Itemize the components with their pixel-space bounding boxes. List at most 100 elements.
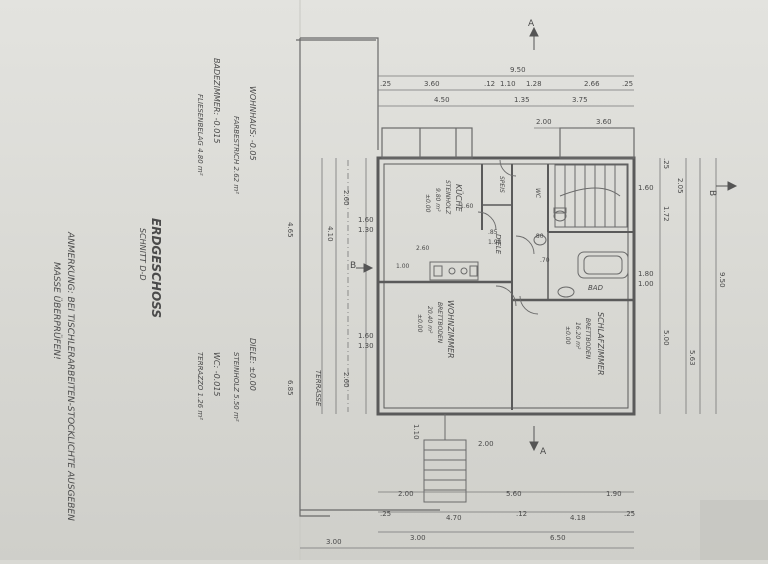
dim-top-overall: 9.50 xyxy=(510,66,526,74)
dim-right-500: 5.00 xyxy=(662,330,670,346)
room-schlafzimmer: SCHLAFZIMMER xyxy=(596,312,605,375)
legend-farbe: FARBESTRICH 2.62 m² xyxy=(232,116,240,194)
room-labels: KÜCHE STEINHOLZ 9.80 m² ±0.00 SPEIS WC D… xyxy=(314,176,605,407)
legend-terrazzo: TERRAZZO 1.26 m² xyxy=(196,352,204,420)
section-a-top: A xyxy=(528,19,535,29)
dim-door-80: .80 xyxy=(534,233,544,240)
staircase xyxy=(554,164,628,228)
dim-door-100: 1.00 xyxy=(396,263,410,270)
dim-left-260b: 2.60 xyxy=(342,372,350,388)
dim-top-110: 1.10 xyxy=(500,80,516,88)
outer-wall xyxy=(376,156,636,416)
dim-bot-190: 1.90 xyxy=(606,490,622,498)
legend-wohnhaus: WOHNHAUS: -0.05 xyxy=(248,86,257,161)
room-wohnzimmer-floor: BRETTBODEN xyxy=(436,302,443,344)
dim-left-200: 2.00 xyxy=(478,440,494,448)
dim-top-450: 4.50 xyxy=(434,96,450,104)
legend-wc: WC: -0.015 xyxy=(212,352,221,397)
dim-top-375: 3.75 xyxy=(572,96,588,104)
dim-right-205: 2.05 xyxy=(676,178,684,194)
note-line-2: MASSE ÜBERPRÜFEN! xyxy=(51,262,62,360)
left-dimension-labels: 4.65 6.85 2.60 1.60 1.30 4.10 1.60 1.30 … xyxy=(286,190,494,448)
dim-bot-12: .12 xyxy=(516,510,527,518)
dim-door-195: 1.95 xyxy=(488,239,502,246)
door-swings xyxy=(477,159,539,315)
top-dimension-labels: 9.50 .25 3.60 .12 1.10 1.28 2.66 .25 4.5… xyxy=(380,66,633,126)
dim-left-685: 6.85 xyxy=(286,380,294,396)
terrace-outline xyxy=(296,37,440,517)
dim-right-172: 1.72 xyxy=(662,206,670,222)
room-kueche-floor: STEINHOLZ xyxy=(444,180,451,215)
dim-top-135: 1.35 xyxy=(514,96,530,104)
room-wohnzimmer-level: ±0.00 xyxy=(416,314,423,333)
dim-door-160: 1.60 xyxy=(460,203,474,210)
dim-left-260a: 2.60 xyxy=(342,190,350,206)
dim-bot-300a: 3.00 xyxy=(326,538,342,546)
bottom-dimension-labels: 2.00 5.60 1.90 .25 4.70 .12 4.18 .25 3.0… xyxy=(326,490,635,546)
dim-right-950: 9.50 xyxy=(718,272,726,288)
kitchen-fixtures xyxy=(429,261,479,281)
dim-top-200: 2.00 xyxy=(536,118,552,126)
dim-bot-470: 4.70 xyxy=(446,514,462,522)
room-schlafzimmer-floor: BRETTBODEN xyxy=(584,318,591,360)
dim-right-100: 1.00 xyxy=(638,280,654,288)
washbasin xyxy=(557,286,575,298)
dim-right-180: 1.80 xyxy=(638,270,654,278)
dim-top-360b: 3.60 xyxy=(596,118,612,126)
room-bad: BAD xyxy=(588,284,604,292)
dim-top-12: .12 xyxy=(484,80,495,88)
title-text: ERDGESCHOSS xyxy=(149,218,163,318)
legend-badezimmer: BADEZIMMER: -0.015 xyxy=(212,58,221,143)
room-speis: SPEIS xyxy=(498,176,505,193)
dimension-lines xyxy=(300,75,717,549)
entry-steps xyxy=(423,414,467,503)
dim-left-410: 4.10 xyxy=(326,226,334,242)
dim-left-160b: 1.60 xyxy=(358,332,374,340)
section-b-left: B xyxy=(350,261,356,271)
legend-fliesen: FLIESENBELAG 4.80 m² xyxy=(196,94,204,176)
bath-fixtures xyxy=(533,207,629,298)
room-kueche-area: 9.80 m² xyxy=(434,188,441,212)
subtitle-text: SCHNITT D-D xyxy=(138,228,147,281)
room-kueche: KÜCHE xyxy=(454,184,464,213)
section-letters: A A B B xyxy=(350,19,717,457)
paper-shadow xyxy=(700,500,768,560)
dim-door-85: .85 xyxy=(488,229,498,236)
legend-diele: DIELE: ±0.00 xyxy=(248,338,257,391)
opening-dimension-labels: 1.60 2.60 1.00 .85 1.95 .80 .70 xyxy=(396,203,550,270)
room-diele: DIELE xyxy=(494,234,502,255)
bathtub xyxy=(577,251,629,279)
building-walls xyxy=(376,156,636,416)
dim-bot-560: 5.60 xyxy=(506,490,522,498)
room-schlafzimmer-level: ±0.00 xyxy=(564,326,571,345)
section-b-right: B xyxy=(707,190,717,196)
room-terrasse: TERRASSE xyxy=(314,370,322,407)
dim-left-110: 1.10 xyxy=(412,424,420,440)
section-a-bottom: A xyxy=(540,447,547,457)
room-kueche-level: ±0.00 xyxy=(424,194,431,213)
dim-door-260: 2.60 xyxy=(416,245,430,252)
dim-bot-25b: .25 xyxy=(624,510,635,518)
room-wohnzimmer: WOHNZIMMER xyxy=(446,300,455,358)
room-wc: WC xyxy=(534,188,541,199)
dim-right-563: 5.63 xyxy=(688,350,696,366)
legend-steinholz: STEINHOLZ 5.50 m² xyxy=(232,352,240,422)
dim-bot-300b: 3.00 xyxy=(410,534,426,542)
dim-right-25: .25 xyxy=(662,158,670,169)
dim-left-160a: 1.60 xyxy=(358,216,374,224)
dim-top-266: 2.66 xyxy=(584,80,600,88)
dim-top-360: 3.60 xyxy=(424,80,440,88)
annotation-block: ERDGESCHOSS SCHNITT D-D ANMERKUNG: BEI T… xyxy=(51,58,257,521)
dim-door-70: .70 xyxy=(540,257,550,264)
room-schlafzimmer-area: 16.20 m² xyxy=(574,322,581,350)
dim-bot-200: 2.00 xyxy=(398,490,414,498)
dim-left-130a: 1.30 xyxy=(358,226,374,234)
right-dimension-labels: .25 2.05 1.60 1.72 1.80 1.00 5.00 5.63 9… xyxy=(638,158,726,366)
note-line-1: ANMERKUNG: BEI TISCHLERARBEITEN-STOCKLIC… xyxy=(65,231,75,521)
porch xyxy=(381,127,635,159)
dim-top-25a: .25 xyxy=(380,80,391,88)
dim-bot-650: 6.50 xyxy=(550,534,566,542)
dim-top-128: 1.28 xyxy=(526,80,542,88)
